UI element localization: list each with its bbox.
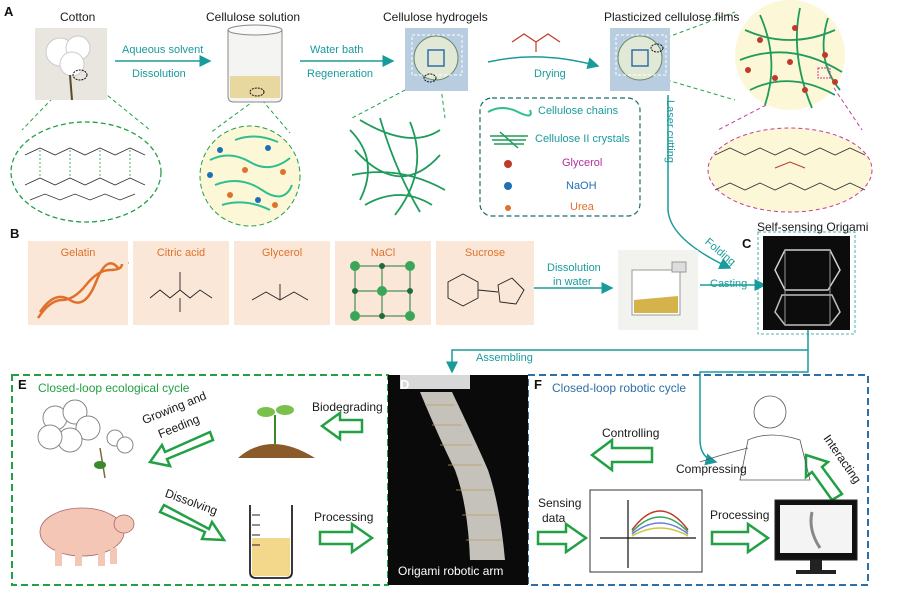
arrow-sensing [536,521,589,555]
ingredient-nacl: NaCl [335,241,431,325]
arrow-growing [147,430,215,468]
arrow-processing-e [318,521,375,555]
panel-label-b: B [10,226,20,241]
label-dissolution-water-2: in water [553,276,592,288]
label-controlling: Controlling [602,426,660,440]
arrow-drying [487,56,600,69]
panel-label-a: A [4,4,14,19]
cotton-photo [35,28,107,101]
label-aqueous-solvent: Aqueous solvent [122,44,204,56]
glycerol-molecule [511,33,561,52]
label-cotton: Cotton [60,10,96,24]
legend-crystals-label: Cellulose II crystals [535,133,630,145]
label-cellulose-hydrogels: Cellulose hydrogels [383,10,488,24]
label-processing-f: Processing [710,508,770,522]
label-laser-cutting: Laser cutting [664,100,676,163]
panel-label-e: E [18,377,27,392]
ingredient-glycerol-label: Glycerol [261,247,303,259]
sensing-data-plot [589,489,703,573]
arrow-dissolving [158,503,227,542]
arrow-laser-cutting [667,95,732,269]
label-water-bath: Water bath [310,44,364,56]
label-processing-e: Processing [314,510,374,524]
label-casting: Casting [710,278,748,290]
ingredient-glycerol: Glycerol [234,241,330,325]
monitor-icon [774,499,858,574]
legend-chain-glyph [487,107,532,117]
origami-photo [763,236,850,330]
label-self-sensing-origami: Self-sensing Origami [757,220,869,234]
ingredient-sucrose-label: Sucrose [464,247,506,259]
legend-naoh-label: NaOH [566,180,597,192]
panel-label-f: F [534,377,542,392]
legend-urea-label: Urea [570,201,594,213]
film-molecule-ellipse [707,127,873,213]
ingredient-gelatin: Gelatin [28,241,128,325]
legend-glycerol-label: Glycerol [562,157,603,169]
panel-e-title: Closed-loop ecological cycle [38,381,190,395]
panel-label-c: C [742,236,752,251]
arrow-processing-f [710,521,771,555]
beaker-icon [249,505,293,579]
arrow-to-panel-f [699,350,809,466]
arrow-controlling [589,437,654,473]
panel-label-d: D [400,377,410,392]
film-photo [610,28,670,91]
arrow-assembling [446,330,809,374]
legend-urea-dot [505,205,511,211]
panel-e-box [11,374,389,586]
label-cellulose-solution: Cellulose solution [206,10,301,24]
person-sketch [699,395,811,481]
ingredient-citric-acid-label: Citric acid [156,247,206,259]
arrow-interacting [804,453,844,502]
label-dissolution-water-1: Dissolution [547,262,601,274]
hydrogel-circle [346,113,450,217]
legend-glycerol-dot [504,160,512,168]
label-dissolution: Dissolution [132,68,186,80]
legend-crystal-glyph [490,131,528,149]
label-regeneration: Regeneration [307,68,374,80]
label-drying: Drying [534,68,566,80]
label-sensing-1: Sensing [538,496,582,510]
ingredient-gelatin-label: Gelatin [60,247,96,259]
origami-arm-photo [388,375,528,585]
legend-chains-label: Cellulose chains [538,105,619,117]
hydrogel-photo [405,28,468,91]
label-plasticized-films: Plasticized cellulose films [604,10,740,24]
solution-beaker [227,24,283,103]
cotton-molecule-circle [10,121,162,223]
solution-circle [199,125,301,227]
film-network-circle [735,0,845,110]
label-biodegrading: Biodegrading [312,400,383,414]
legend-naoh-dot [504,182,512,190]
pig-icon [39,507,135,566]
cotton-plant-icon [37,399,134,479]
panel-d-caption: Origami robotic arm [398,564,504,578]
sprout-soil-icon [238,405,315,458]
ingredient-citric-acid: Citric acid [133,241,229,325]
panel-f-title: Closed-loop robotic cycle [552,381,687,395]
label-sensing-2: data [542,511,566,525]
arrow-biodegrading [319,410,364,442]
vial-photo [618,250,698,330]
ingredient-nacl-label: NaCl [370,247,396,259]
ingredient-sucrose: Sucrose [436,241,534,325]
legend-box [479,97,641,217]
label-compressing: Compressing [676,462,747,476]
label-assembling: Assembling [476,352,533,364]
